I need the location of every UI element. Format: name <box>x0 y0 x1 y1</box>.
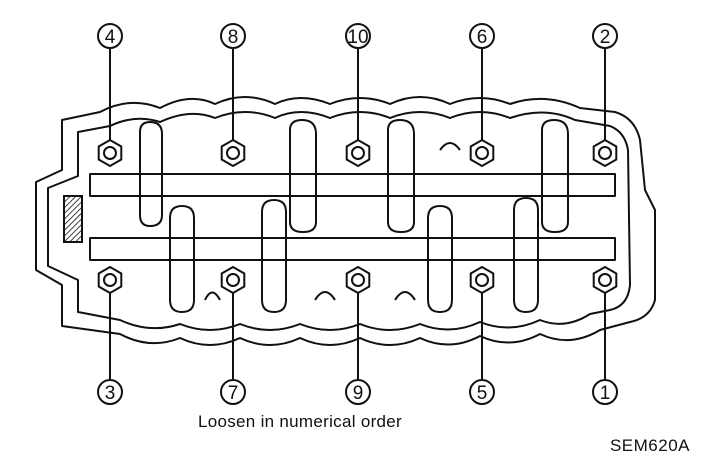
rocker-shaft-upper <box>89 173 616 197</box>
head-bolt-center <box>226 273 240 287</box>
bolt-number-circle <box>345 23 371 49</box>
casting-detail <box>439 142 461 151</box>
head-bolt-center <box>475 146 489 160</box>
bolt-number-circle <box>97 23 123 49</box>
rocker-arm <box>169 205 195 313</box>
bolt-number: 1 <box>600 383 611 404</box>
casting-detail <box>314 291 336 301</box>
bolt-number-circle <box>345 379 371 405</box>
head-outline-inner <box>47 111 631 331</box>
rocker-arm <box>387 119 415 233</box>
bolt-number: 5 <box>477 383 488 404</box>
bolt-number: 3 <box>105 383 116 404</box>
leader-lines <box>109 48 606 379</box>
shaft-end-hatched <box>63 195 83 243</box>
bolt-number-circle <box>97 379 123 405</box>
bolt-number: 10 <box>347 27 368 48</box>
head-bolt-center <box>103 146 117 160</box>
head-bolt-center <box>351 273 365 287</box>
bolt-number-circle <box>592 23 618 49</box>
head-bolt-center <box>598 273 612 287</box>
head-outline-outer <box>35 96 656 346</box>
bolt-number: 4 <box>105 27 116 48</box>
casting-detail <box>204 291 221 301</box>
rocker-arm <box>513 197 539 313</box>
figure-code: SEM620A <box>609 436 690 455</box>
head-bolt-center <box>475 273 489 287</box>
casting-detail <box>394 291 416 301</box>
bolt-labels: 4 8 10 6 2 3 7 9 5 1 <box>97 23 618 405</box>
rocker-arm <box>289 119 317 233</box>
bolt-number: 8 <box>228 27 239 48</box>
bolt-number-circle <box>469 379 495 405</box>
rocker-arm <box>541 119 569 233</box>
bolt-number: 7 <box>228 383 239 404</box>
bolt-number: 6 <box>477 27 488 48</box>
bolt-group <box>97 138 618 295</box>
bolt-number: 2 <box>600 27 611 48</box>
rocker-arm <box>261 199 287 313</box>
head-bolt-center <box>103 273 117 287</box>
bolt-number-circle <box>220 23 246 49</box>
head-bolt-center <box>351 146 365 160</box>
head-bolt-center <box>598 146 612 160</box>
head-bolt-center <box>226 146 240 160</box>
bolt-number-circle <box>220 379 246 405</box>
rocker-shaft-lower <box>89 237 616 261</box>
bolt-number: 9 <box>353 383 364 404</box>
rocker-arm <box>139 121 163 227</box>
caption: Loosen in numerical order <box>197 412 403 431</box>
rocker-arm <box>427 205 453 313</box>
bolt-number-circle <box>592 379 618 405</box>
bolt-number-circle <box>469 23 495 49</box>
